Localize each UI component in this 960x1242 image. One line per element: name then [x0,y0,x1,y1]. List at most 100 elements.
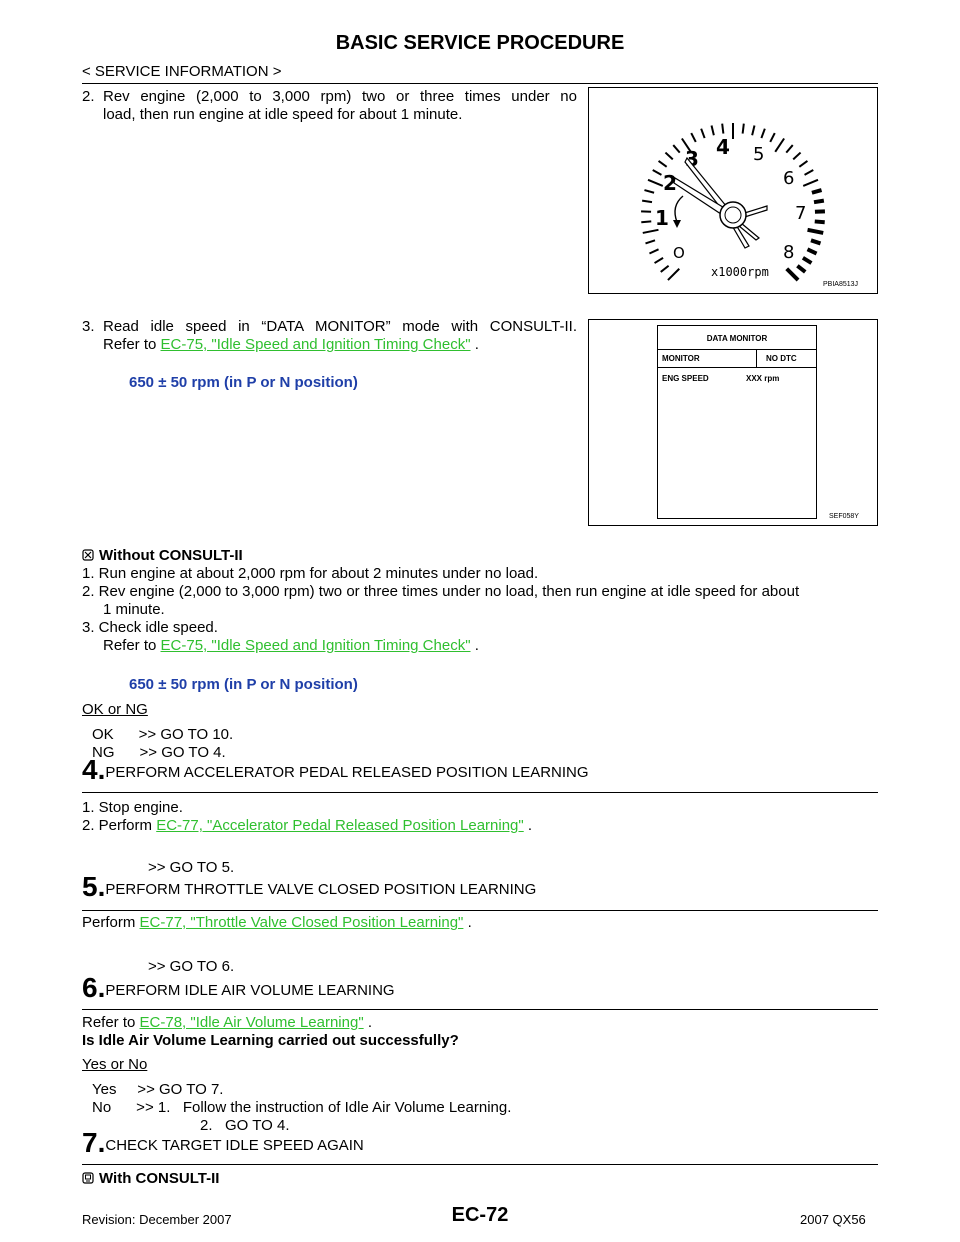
dial-tick [796,264,807,274]
step4-s2: 2. Perform EC-77, "Accelerator Pedal Rel… [82,817,533,834]
step7-heading: 7.CHECK TARGET IDLE SPEED AGAIN [82,1127,364,1158]
dial-tick [710,125,715,136]
page-title: BASIC SERVICE PROCEDURE [335,32,625,54]
dial-number-8: 8 [783,242,794,263]
tach-unit: x1000rpm [711,265,769,279]
step5-rule [82,910,878,911]
dial-tick [811,188,823,195]
dial-tick [681,137,692,153]
yes-result: Yes >> GO TO 7. [92,1081,224,1098]
screen-heading: DATA MONITOR [706,334,768,343]
dial-tick [798,160,809,168]
dial-number-6: 6 [783,168,794,189]
dial-tick [785,267,800,282]
ok-or-ng-label: OK or NG [82,701,148,718]
dial-number-0: O [673,244,685,262]
step6-question: Is Idle Air Volume Learning carried out … [82,1032,459,1049]
no-tool-icon [82,549,94,561]
dial-tick [807,227,824,235]
dial-tick [785,144,794,154]
figure-id: PBIA8513J [823,281,859,288]
step4-heading: 4.PERFORM ACCELERATOR PEDAL RELEASED POS… [82,754,589,785]
ng-result: NG >> GO TO 4. [92,744,226,761]
consult-screen: DATA MONITOR MONITOR NO DTC ENG SPEED XX… [657,325,817,519]
step6-refer: Refer to EC-78, "Idle Air Volume Learnin… [82,1014,372,1031]
dial-number-4: 4 [716,135,730,159]
tachometer-figure: O 1 2 3 4 5 6 7 8 x1000rpm PBIA8513J [588,87,878,294]
step2-num: 2. [82,88,95,105]
step4-s1: 1. Stop engine. [82,799,183,816]
dial-tick [641,199,653,204]
dial-tick [721,123,725,134]
figure-id: SEF058Y [829,513,859,520]
dial-tick [644,189,655,194]
dial-tick [804,169,814,176]
dial-tick [654,256,664,264]
revision-date: Revision: December 2007 [82,1212,232,1227]
link-idle-speed-check[interactable]: EC-75, "Idle Speed and Ignition Timing C… [160,336,471,353]
without-step2-line2: 1 minute. [103,601,165,618]
refer-label: Refer to [103,336,157,353]
step3-line1: Read idle speed in “DATA MONITOR” mode w… [103,318,577,335]
dial-tick [806,247,818,256]
step5-text: Perform EC-77, "Throttle Valve Closed Po… [82,914,472,931]
yes-or-no-label: Yes or No [82,1056,148,1073]
without-consult-heading: Without CONSULT-II [82,547,243,565]
dial-tick [802,178,819,187]
dial-tick [641,220,652,224]
dial-tick [645,239,656,245]
no-result-2: 2. GO TO 4. [200,1117,290,1134]
link-idle-speed-check-2[interactable]: EC-75, "Idle Speed and Ignition Timing C… [160,637,471,654]
header-rule [82,83,878,84]
dial-tick [813,198,825,205]
step2-line1: Rev engine (2,000 to 3,000 rpm) two or t… [103,88,577,105]
link-throttle-valve-learning[interactable]: EC-77, "Throttle Valve Closed Position L… [139,914,464,931]
step5-heading: 5.PERFORM THROTTLE VALVE CLOSED POSITION… [82,871,537,902]
link-accel-pedal-learning[interactable]: EC-77, "Accelerator Pedal Released Posit… [156,817,524,834]
dial-tick [760,128,766,139]
dial-tick [657,160,668,168]
dial-tick [751,125,756,136]
step3-refer-line: Refer to EC-75, "Idle Speed and Ignition… [103,336,479,354]
dial-tick [652,169,662,176]
dial-tick [660,264,670,273]
consult-tool-icon [82,1172,94,1184]
step2-line2: load, then run engine at idle speed for … [103,106,463,123]
step7-rule [82,1164,878,1165]
dial-tick [801,256,813,265]
dial-number-2: 2 [663,171,677,195]
idle-spec-2: 650 ± 50 rpm (in P or N position) [129,676,358,693]
step5-goto: >> GO TO 6. [148,958,235,975]
tachometer-illustration: O 1 2 3 4 5 6 7 8 x1000rpm [641,123,826,282]
step3-num: 3. [82,318,95,335]
section-subtitle: < SERVICE INFORMATION > [82,63,282,80]
step4-rule [82,792,878,793]
step6-rule [82,1009,878,1010]
no-result: No >> 1. Follow the instruction of Idle … [92,1099,512,1116]
idle-spec: 650 ± 50 rpm (in P or N position) [129,374,358,391]
screen-item-value: XXX rpm [746,374,780,383]
dial-tick [810,238,822,246]
dial-tick [642,228,659,234]
dial-tick [774,137,785,153]
dial-tick [700,128,706,139]
page-number: EC-72 [451,1204,509,1226]
dial-number-7: 7 [795,203,806,224]
dial-tick [664,151,674,161]
data-monitor-figure: DATA MONITOR MONITOR NO DTC ENG SPEED XX… [588,319,878,526]
without-step3-refer-line: Refer to EC-75, "Idle Speed and Ignition… [103,637,479,654]
dial-number-1: 1 [655,206,669,230]
dial-tick [741,123,745,134]
vehicle-model: 2007 QX56 [800,1212,866,1227]
period: . [474,336,479,353]
link-idle-air-volume-learning[interactable]: EC-78, "Idle Air Volume Learning" [139,1014,364,1031]
screen-item-eng-speed: ENG SPEED [662,374,709,383]
dial-tick [690,132,697,143]
without-step1: 1. Run engine at about 2,000 rpm for abo… [82,565,539,582]
dial-number-5: 5 [753,144,764,165]
dial-tick [672,144,681,154]
without-step3: 3. Check idle speed. [82,619,218,636]
with-consult-heading: With CONSULT-II [82,1170,219,1188]
dial-tick [667,268,680,281]
dial-tick [792,151,802,161]
